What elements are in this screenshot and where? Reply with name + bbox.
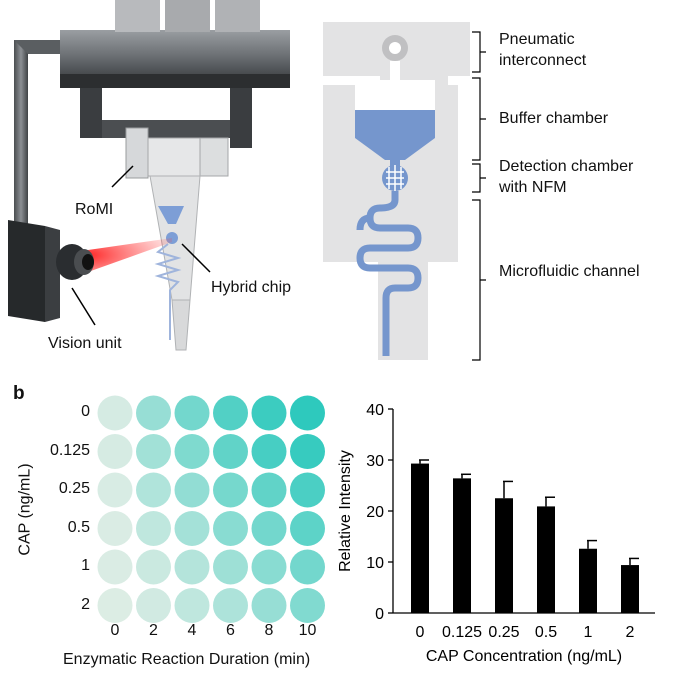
chip-schematic xyxy=(323,22,470,360)
well-r2-c4 xyxy=(251,472,287,508)
x-tick-label: 1 xyxy=(584,624,593,641)
well-r4-c3 xyxy=(213,549,248,585)
well-r4-c2 xyxy=(174,549,210,585)
well-r4-c1 xyxy=(136,549,171,585)
x-axis-title: CAP Concentration (ng/mL) xyxy=(426,648,622,665)
pneumatic-label-1: Pneumatic xyxy=(499,31,575,48)
well-r1-c3 xyxy=(213,434,248,469)
grid-col-label: 4 xyxy=(187,622,197,639)
grid-col-label: 6 xyxy=(226,622,235,639)
buffer-chamber-label: Buffer chamber xyxy=(499,110,609,127)
x-tick-label: 0.5 xyxy=(535,624,557,641)
colorimetric-well-grid xyxy=(97,395,325,623)
well-r5-c1 xyxy=(136,588,171,623)
grid-row-label: 0.25 xyxy=(58,480,90,497)
well-r3-c0 xyxy=(97,511,133,546)
well-r4-c5 xyxy=(290,549,325,585)
x-tick-label: 2 xyxy=(626,624,635,641)
well-r2-c1 xyxy=(136,472,171,508)
well-r4-c0 xyxy=(97,549,133,585)
grid-row-label: 1 xyxy=(81,557,90,574)
detection-chamber-label-2: with NFM xyxy=(499,179,567,196)
grid-col-label: 8 xyxy=(264,622,274,639)
well-r0-c1 xyxy=(136,395,171,431)
schematic-brackets xyxy=(472,31,486,361)
bar xyxy=(453,478,471,613)
well-r1-c0 xyxy=(97,434,133,469)
well-r0-c4 xyxy=(251,395,287,431)
hybrid-chip-label: Hybrid chip xyxy=(211,279,292,296)
well-r1-c5 xyxy=(290,434,325,469)
well-r3-c4 xyxy=(251,511,287,546)
grid-row-label: 0.5 xyxy=(67,518,90,536)
well-r0-c0 xyxy=(97,395,133,431)
grid-col-label: 2 xyxy=(149,622,158,639)
well-r3-c2 xyxy=(174,511,210,546)
y-tick-label: 0 xyxy=(375,606,384,623)
well-r2-c0 xyxy=(97,472,133,508)
romi-label: RoMI xyxy=(75,201,114,218)
well-r4-c4 xyxy=(251,549,287,585)
well-r3-c1 xyxy=(136,511,171,546)
well-r5-c5 xyxy=(290,588,325,623)
bar xyxy=(579,548,597,613)
well-r2-c2 xyxy=(174,472,210,508)
panel-b-letter: b xyxy=(13,383,25,404)
y-tick-label: 10 xyxy=(366,555,384,572)
bar xyxy=(411,463,429,613)
well-r1-c4 xyxy=(251,434,287,469)
well-r5-c0 xyxy=(97,588,133,623)
microfluidic-channel-label: Microfluidic channel xyxy=(499,263,640,280)
well-r3-c3 xyxy=(213,511,248,546)
well-r1-c2 xyxy=(174,434,210,469)
x-tick-label: 0.125 xyxy=(442,624,482,641)
well-r0-c5 xyxy=(290,395,325,431)
grid-x-axis-title: Enzymatic Reaction Duration (min) xyxy=(63,651,311,668)
x-tick-label: 0 xyxy=(416,624,425,641)
grid-row-label: 0 xyxy=(81,403,90,420)
well-r0-c3 xyxy=(213,395,248,431)
pneumatic-label-2: interconnect xyxy=(499,52,587,69)
bar xyxy=(621,565,639,613)
well-r0-c2 xyxy=(174,395,210,431)
detection-chamber-label-1: Detection chamber xyxy=(499,158,634,175)
device-photo xyxy=(8,0,290,351)
well-r5-c3 xyxy=(213,588,248,623)
bar xyxy=(537,506,555,613)
well-r2-c3 xyxy=(213,472,248,508)
grid-col-label: 10 xyxy=(298,622,317,639)
bar xyxy=(495,498,513,613)
well-r5-c4 xyxy=(251,588,287,623)
grid-y-axis-title: CAP (ng/mL) xyxy=(16,463,34,556)
y-tick-label: 20 xyxy=(366,504,384,521)
x-tick-label: 0.25 xyxy=(488,624,519,641)
grid-row-label: 2 xyxy=(81,595,90,613)
grid-col-label: 0 xyxy=(110,622,120,639)
well-r1-c1 xyxy=(136,434,171,469)
y-tick-label: 40 xyxy=(366,402,384,419)
y-axis-title: Relative Intensity xyxy=(337,450,354,572)
vision-unit-label: Vision unit xyxy=(48,335,122,352)
well-r2-c5 xyxy=(290,472,325,508)
well-r5-c2 xyxy=(174,588,210,623)
grid-row-label: 0.125 xyxy=(49,441,90,459)
well-r3-c5 xyxy=(290,511,325,546)
y-tick-label: 30 xyxy=(366,453,384,470)
